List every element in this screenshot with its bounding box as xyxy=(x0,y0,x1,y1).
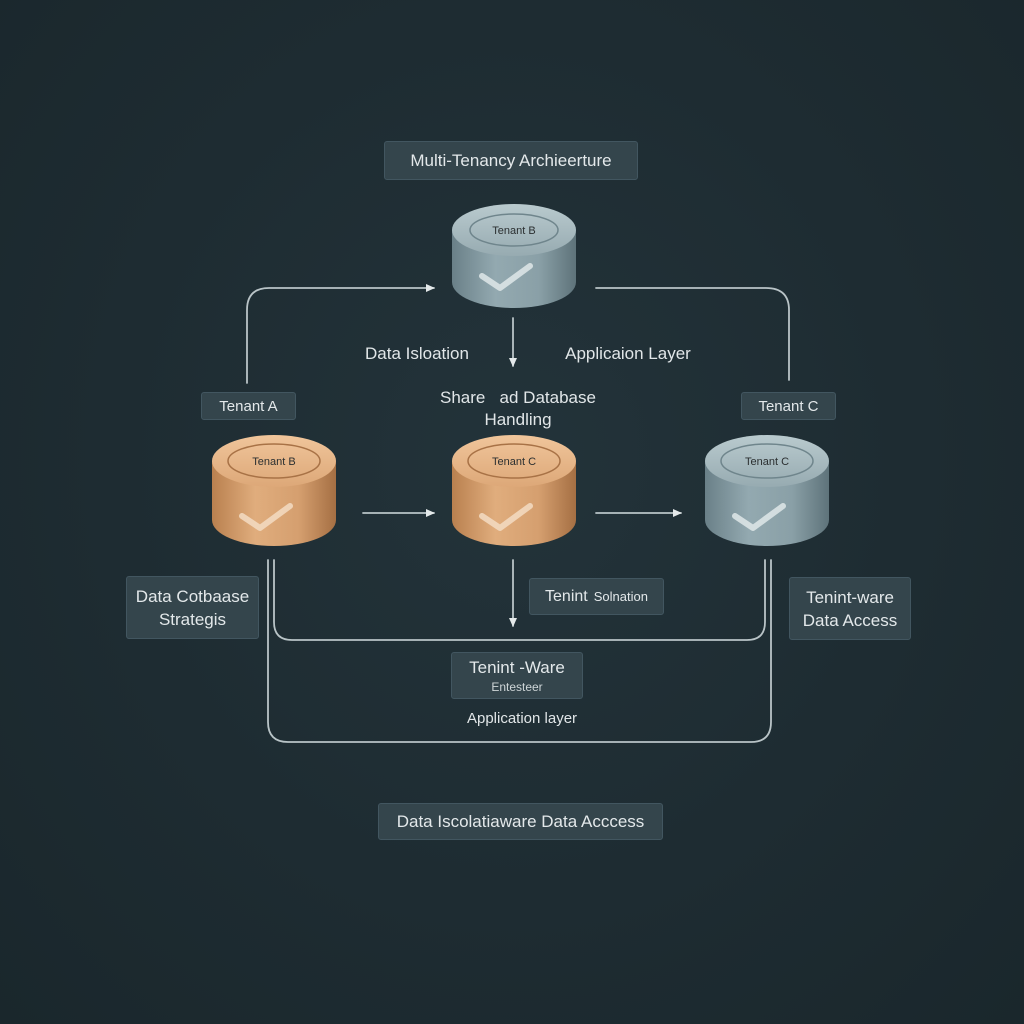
tenant-isolation-box: Tenint Solnation xyxy=(529,578,664,615)
diagram-title: Multi-Tenancy Archieerture xyxy=(384,141,638,180)
tenant-aware-access-line2: Data Access xyxy=(802,610,898,630)
database-right-label: Tenant C xyxy=(745,456,789,468)
database-right-cylinder: Tenant C xyxy=(705,435,829,546)
shared-database-line1: Share ad Database xyxy=(440,388,596,407)
data-strategies-line2: Strategis xyxy=(158,609,227,629)
tenant-isolation-small: Solnation xyxy=(593,589,648,604)
tenant-aware-access-box: Tenint-ware Data Access xyxy=(789,577,911,640)
data-isolation-label: Data Isloation xyxy=(365,344,469,363)
database-center-cylinder: Tenant C xyxy=(452,435,576,546)
database-left-cylinder: Tenant B xyxy=(212,435,336,546)
application-layer-top-label: Applicaion Layer xyxy=(565,344,691,363)
diagram-title-text: Multi-Tenancy Archieerture xyxy=(410,151,612,170)
data-strategies-box: Data Cotbaase Strategis xyxy=(126,576,259,639)
data-strategies-line1: Data Cotbaase xyxy=(135,586,250,606)
tenant-c-box: Tenant C xyxy=(741,392,836,420)
database-center-label: Tenant C xyxy=(492,456,536,468)
shared-database-label: Share ad Database Handling xyxy=(418,387,618,431)
tenant-aware-access-line1: Tenint-ware xyxy=(806,587,894,607)
application-layer-bottom-label: Application layer xyxy=(466,710,578,727)
database-top-cylinder: Tenant B xyxy=(452,204,576,308)
tenant-isolation-main: Tenint xyxy=(545,588,588,605)
checkmark-icon xyxy=(479,503,533,531)
checkmark-icon xyxy=(479,263,533,291)
shared-database-line2: Handling xyxy=(484,410,552,429)
tenant-aware-box: Tenint -Ware Entesteer xyxy=(451,652,583,699)
footer-text: Data Iscolatiaware Data Acccess xyxy=(396,812,645,831)
tenant-a-text: Tenant A xyxy=(219,397,278,415)
database-left-label: Tenant B xyxy=(252,456,295,468)
checkmark-icon xyxy=(239,503,293,531)
checkmark-icon xyxy=(732,503,786,531)
connector-tenant-a-to-top xyxy=(246,284,435,384)
tenant-a-box: Tenant A xyxy=(201,392,296,420)
connector-inner-loop xyxy=(273,559,766,641)
footer-box: Data Iscolatiaware Data Acccess xyxy=(378,803,663,840)
tenant-aware-main: Tenint -Ware xyxy=(469,658,565,677)
tenant-aware-small: Entesteer xyxy=(491,680,543,694)
connector-top-to-tenant-c xyxy=(595,287,790,381)
database-top-label: Tenant B xyxy=(492,225,535,237)
connector-outer-loop xyxy=(267,559,772,743)
tenant-c-text: Tenant C xyxy=(758,397,819,415)
